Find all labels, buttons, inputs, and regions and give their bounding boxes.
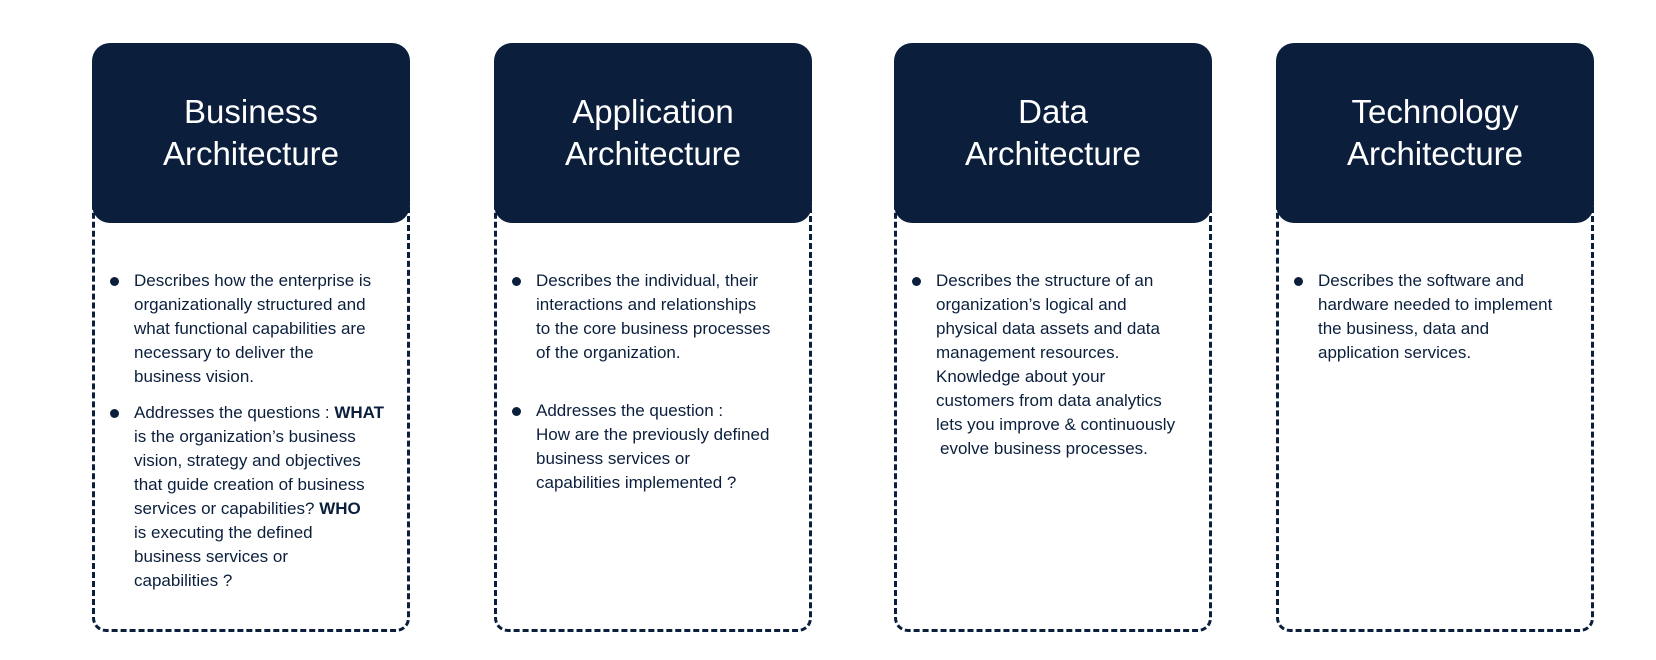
bullet-text-line: Describes the individual, their xyxy=(536,271,759,290)
bullet-list: Describes the software and hardware need… xyxy=(1276,269,1594,365)
bullet-text-line: the business, data and xyxy=(1318,319,1490,338)
bullet-text-line: Describes the software and xyxy=(1318,271,1524,290)
bullet-text-line: necessary to deliver the xyxy=(134,343,314,362)
bullet-text-line: capabilities ? xyxy=(134,571,233,590)
card-header: Business Architecture xyxy=(92,43,410,223)
bullet-dot-icon xyxy=(110,409,119,418)
bullet-text-line: How are the previously defined xyxy=(536,425,770,444)
bullet-dot-icon xyxy=(1294,277,1303,286)
bullet-text-line: vision, strategy and objectives xyxy=(134,451,361,470)
bullet-text-line: Describes how the enterprise is xyxy=(134,271,372,290)
bullet-text-line: is executing the defined xyxy=(134,523,313,542)
card-title: Application Architecture xyxy=(565,91,741,175)
bullet-item: Describes the structure of an organizati… xyxy=(894,269,1212,461)
bullet-bold-keyword: WHO xyxy=(319,499,361,518)
card-title: Technology Architecture xyxy=(1347,91,1523,175)
bullet-text-line: lets you improve & continuously xyxy=(936,415,1176,434)
bullet-text-line: Knowledge about your xyxy=(936,367,1106,386)
bullet-text-line: business vision. xyxy=(134,367,255,386)
card-title-line: Business xyxy=(184,93,318,130)
bullet-text-line: of the organization. xyxy=(536,343,681,362)
bullet-text: services or capabilities? xyxy=(134,499,320,518)
bullet-text-line: customers from data analytics xyxy=(936,391,1162,410)
bullet-dot-icon xyxy=(512,277,521,286)
bullet-dot-icon xyxy=(912,277,921,286)
bullet-item: Describes how the enterprise is organiza… xyxy=(92,269,410,389)
bullet-text-line: organizationally structured and xyxy=(134,295,366,314)
bullet-text-line: business services or xyxy=(536,449,691,468)
bullet-dot-icon xyxy=(110,277,119,286)
bullet-list: Describes how the enterprise is organiza… xyxy=(92,269,410,593)
card-title: Business Architecture xyxy=(163,91,339,175)
bullet-text-line: is the organization’s business xyxy=(134,427,356,446)
card-technology-architecture: Technology Architecture Describes the so… xyxy=(1276,43,1594,632)
bullet-text-line: what functional capabilities are xyxy=(134,319,366,338)
card-title-line: Data xyxy=(1018,93,1088,130)
bullet-text-line: capabilities implemented ? xyxy=(536,473,737,492)
card-header: Application Architecture xyxy=(494,43,812,223)
bullet-text-line: Describes the structure of an xyxy=(936,271,1154,290)
card-title-line: Technology xyxy=(1351,93,1519,130)
bullet-text-line: application services. xyxy=(1318,343,1472,362)
card-header: Technology Architecture xyxy=(1276,43,1594,223)
card-dashed-body xyxy=(1276,153,1594,632)
bullet-text-line: evolve business processes. xyxy=(940,439,1148,458)
bullet-text-line: organization’s logical and xyxy=(936,295,1127,314)
bullet-text-line: management resources. xyxy=(936,343,1120,362)
bullet-text-line: Addresses the question : xyxy=(536,401,724,420)
card-business-architecture: Business Architecture Describes how the … xyxy=(92,43,410,632)
bullet-bold-keyword: WHAT xyxy=(334,403,385,422)
card-header: Data Architecture xyxy=(894,43,1212,223)
card-title-line: Architecture xyxy=(1346,135,1524,172)
bullet-text-line: to the core business processes xyxy=(536,319,771,338)
bullet-text-line: interactions and relationships xyxy=(536,295,757,314)
card-application-architecture: Application Architecture Describes the i… xyxy=(494,43,812,632)
card-title-line: Architecture xyxy=(564,135,742,172)
card-title-line: Architecture xyxy=(162,135,340,172)
bullet-item: Describes the individual, their interact… xyxy=(494,269,812,365)
bullet-text-line: Addresses the questions : WHAT xyxy=(134,401,398,425)
card-title: Data Architecture xyxy=(965,91,1141,175)
bullet-text-line: services or capabilities? WHO xyxy=(134,497,398,521)
bullet-list: Describes the structure of an organizati… xyxy=(894,269,1212,461)
bullet-text-line: physical data assets and data xyxy=(936,319,1160,338)
bullet-dot-icon xyxy=(512,407,521,416)
bullet-text-line: business services or xyxy=(134,547,289,566)
bullet-item: Addresses the question : How are the pre… xyxy=(494,399,812,495)
bullet-text-line: hardware needed to implement xyxy=(1318,295,1553,314)
card-data-architecture: Data Architecture Describes the structur… xyxy=(894,43,1212,632)
bullet-text: Addresses the questions : xyxy=(134,403,335,422)
bullet-list: Describes the individual, their interact… xyxy=(494,269,812,495)
bullet-item: Addresses the questions : WHAT is the or… xyxy=(92,401,410,593)
card-title-line: Application xyxy=(572,93,734,130)
bullet-text-line: that guide creation of business xyxy=(134,475,365,494)
card-title-line: Architecture xyxy=(964,135,1142,172)
bullet-item: Describes the software and hardware need… xyxy=(1276,269,1594,365)
